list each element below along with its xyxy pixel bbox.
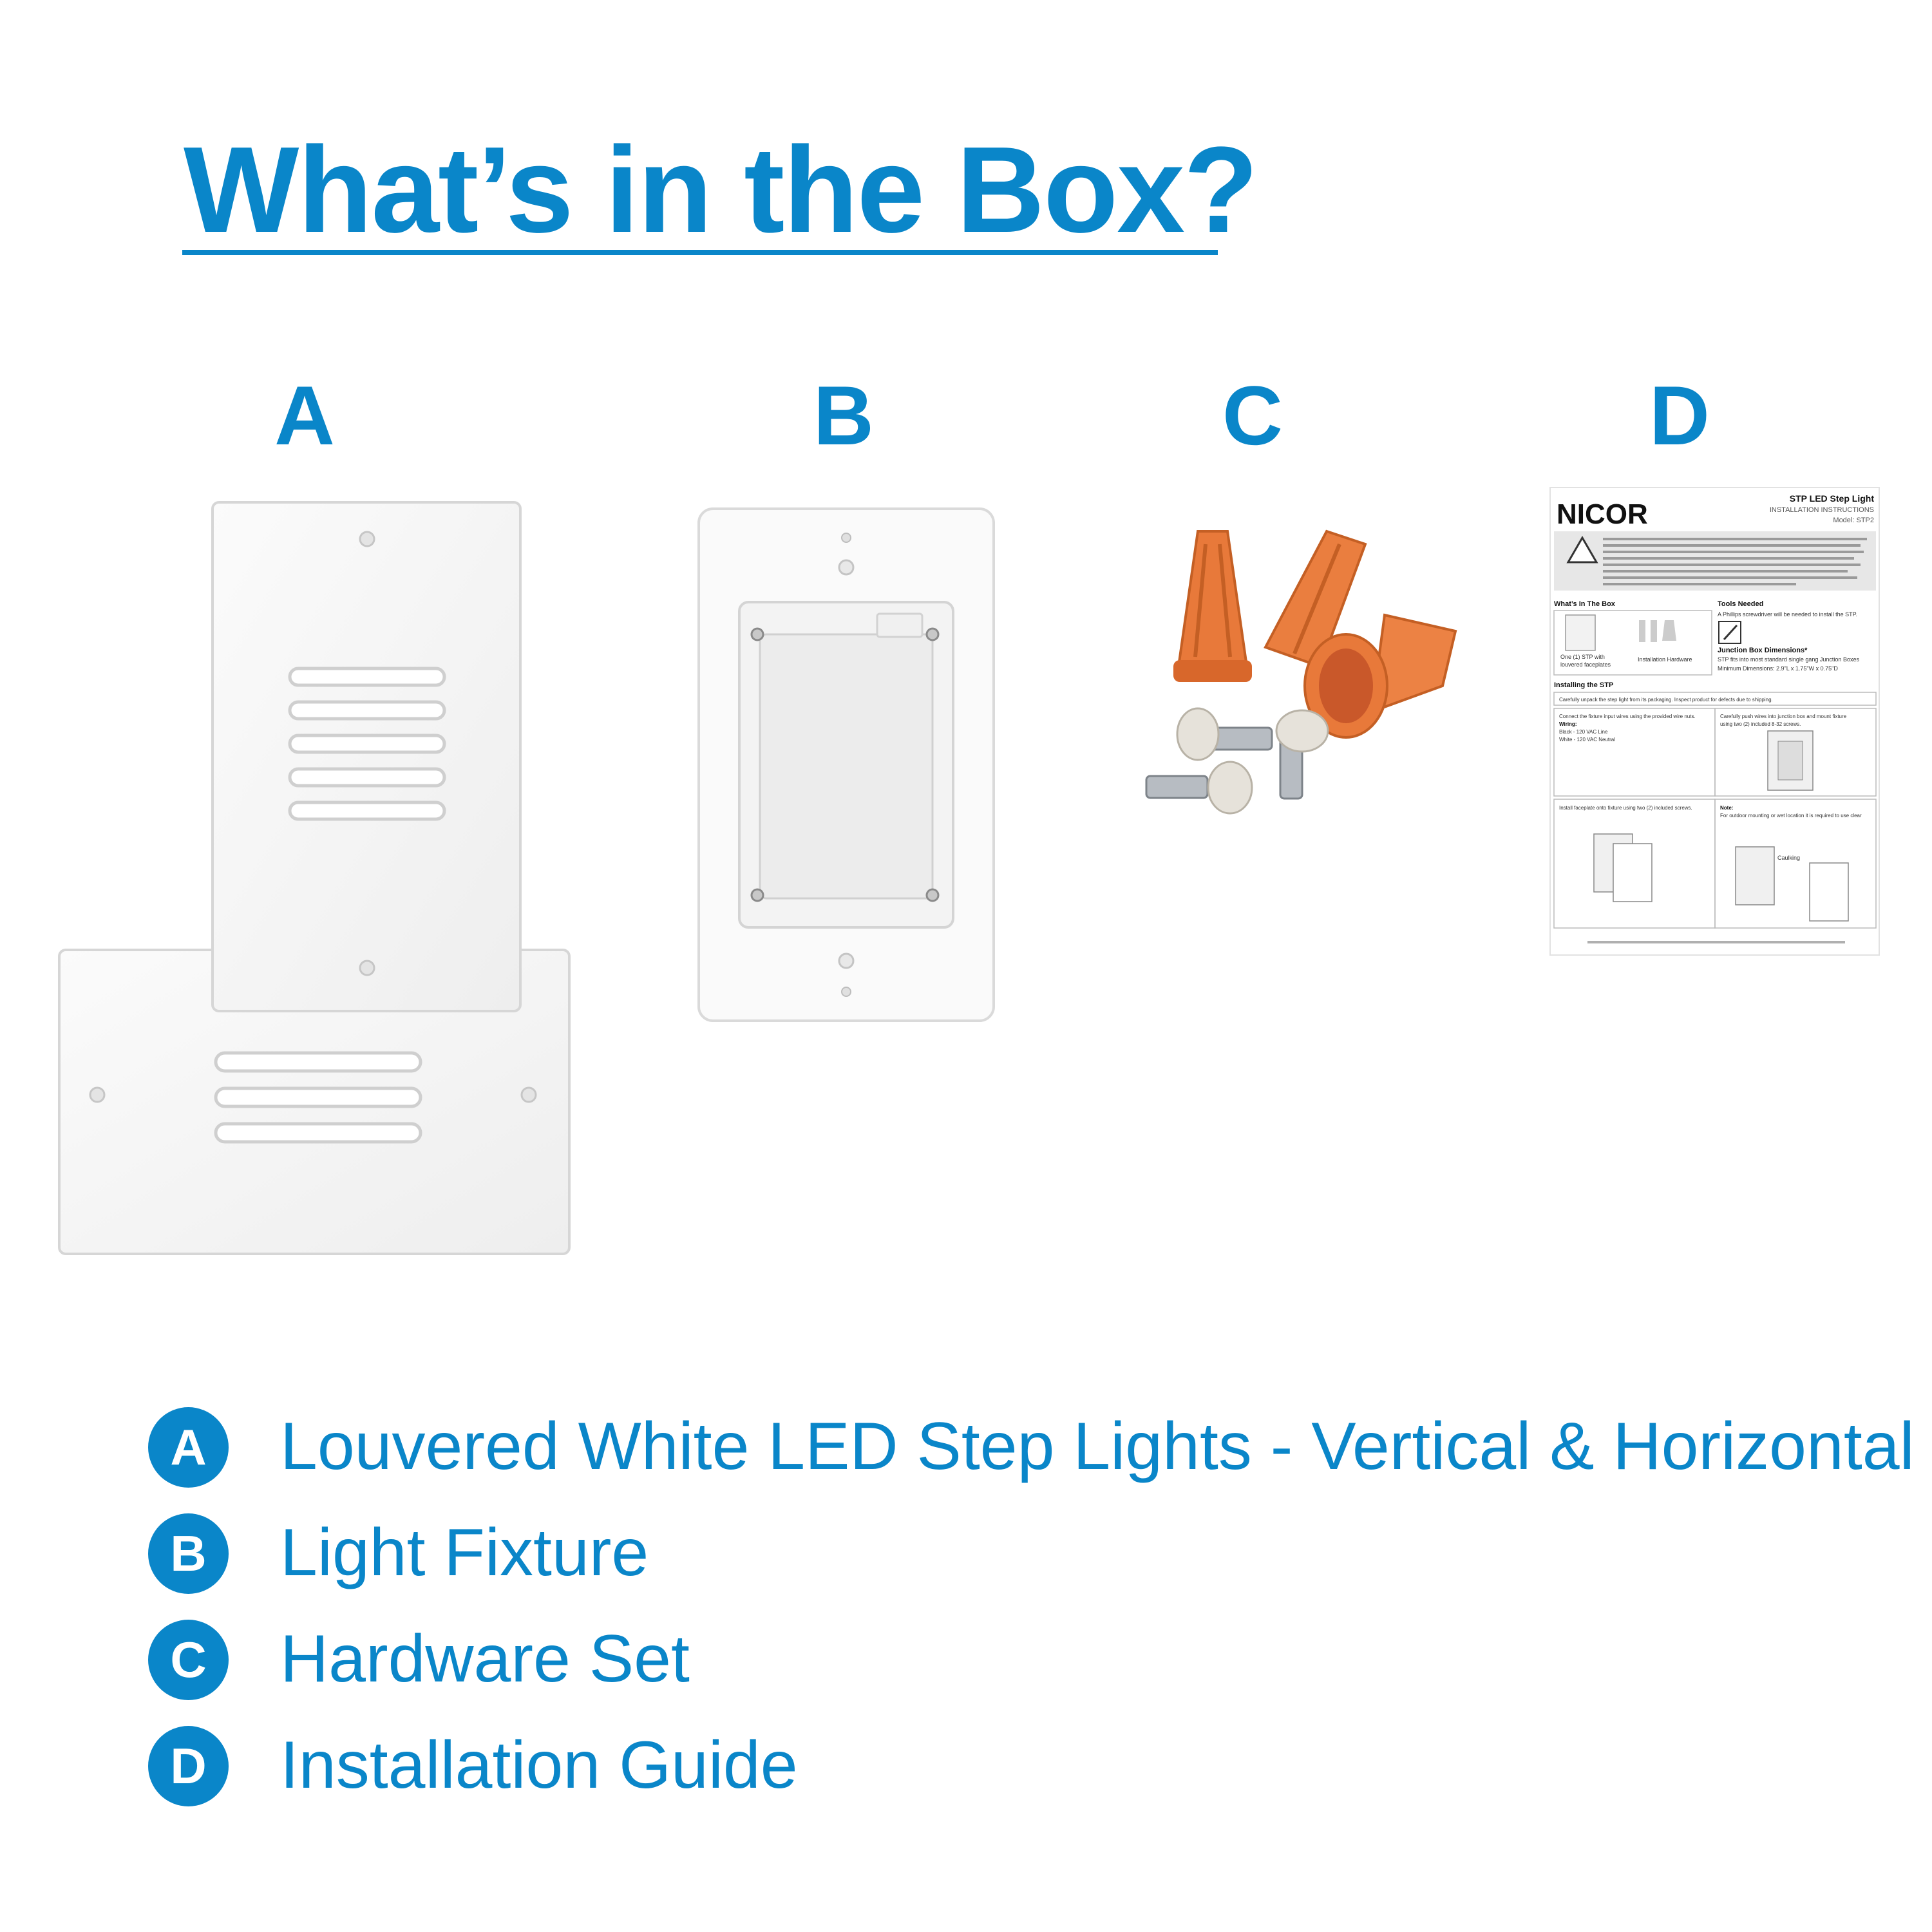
guide-box-item-2: Installation Hardware — [1638, 656, 1692, 663]
column-letter-d: D — [1649, 368, 1710, 462]
guide-step-1: Carefully unpack the step light from its… — [1559, 697, 1773, 703]
louvered-step-lights-image — [58, 501, 571, 1255]
wire-nut-1 — [1173, 530, 1252, 682]
guide-min-dimensions: Minimum Dimensions: 2.9"L x 1.75"W x 0.7… — [1718, 665, 1838, 672]
warning-icon — [1566, 536, 1598, 564]
guide-model: Model: STP2 — [1833, 516, 1874, 524]
guide-step-5a: Note: — [1720, 805, 1733, 811]
guide-subtitle: INSTALLATION INSTRUCTIONS — [1770, 506, 1874, 514]
guide-box-item-1a: One (1) STP with — [1560, 654, 1605, 660]
guide-junction-title: Junction Box Dimensions* — [1718, 647, 1808, 654]
vertical-faceplate — [211, 501, 522, 1012]
guide-box-item-1b: louvered faceplates — [1560, 661, 1611, 668]
light-fixture-image — [697, 507, 995, 1022]
installation-guide-image: NICOR STP LED Step Light INSTALLATION IN… — [1549, 487, 1880, 956]
screw-2 — [1275, 709, 1329, 800]
guide-step-5b: For outdoor mounting or wet location it … — [1720, 813, 1862, 819]
guide-step-2a: Connect the fixture input wires using th… — [1559, 714, 1696, 719]
guide-product-title: STP LED Step Light — [1790, 493, 1875, 504]
screwdriver-icon — [1723, 624, 1738, 641]
guide-whats-in-box: What’s In The Box — [1554, 600, 1616, 608]
badge-a: A — [148, 1407, 229, 1488]
guide-tools-text: A Phillips screwdriver will be needed to… — [1718, 611, 1857, 618]
guide-brand: NICOR — [1557, 498, 1648, 530]
badge-c: C — [148, 1620, 229, 1700]
column-letter-a: A — [274, 368, 335, 462]
wire-nut-3 — [1303, 613, 1457, 739]
guide-step-3a: Carefully push wires into junction box a… — [1720, 714, 1847, 719]
column-letter-c: C — [1222, 368, 1283, 462]
guide-step-2b: Wiring: — [1559, 721, 1577, 727]
legend-text-a: Louvered White LED Step Lights - Vertica… — [280, 1409, 1915, 1484]
legend-text-d: Installation Guide — [280, 1728, 798, 1803]
hardware-set-image — [1145, 529, 1457, 815]
screw-1 — [1176, 707, 1273, 761]
guide-installing: Installing the STP — [1554, 681, 1613, 689]
screw-3 — [1145, 761, 1253, 815]
horizontal-faceplate — [58, 949, 571, 1255]
title-underline — [182, 250, 1218, 255]
column-letter-b: B — [813, 368, 874, 462]
page-title: What’s in the Box? — [184, 122, 1258, 258]
guide-junction-text: STP fits into most standard single gang … — [1718, 656, 1859, 663]
guide-caulking: Caulking — [1777, 855, 1800, 861]
legend-text-b: Light Fixture — [280, 1515, 649, 1590]
legend-text-c: Hardware Set — [280, 1622, 690, 1696]
guide-step-4a: Install faceplate onto fixture using two… — [1559, 805, 1692, 811]
guide-step-2c: Black - 120 VAC Line — [1559, 729, 1608, 735]
badge-d: D — [148, 1726, 229, 1806]
guide-tools-needed: Tools Needed — [1718, 600, 1763, 608]
guide-step-2d: White - 120 VAC Neutral — [1559, 737, 1615, 743]
badge-b: B — [148, 1513, 229, 1594]
guide-step-3b: using two (2) included 8-32 screws. — [1720, 721, 1801, 727]
